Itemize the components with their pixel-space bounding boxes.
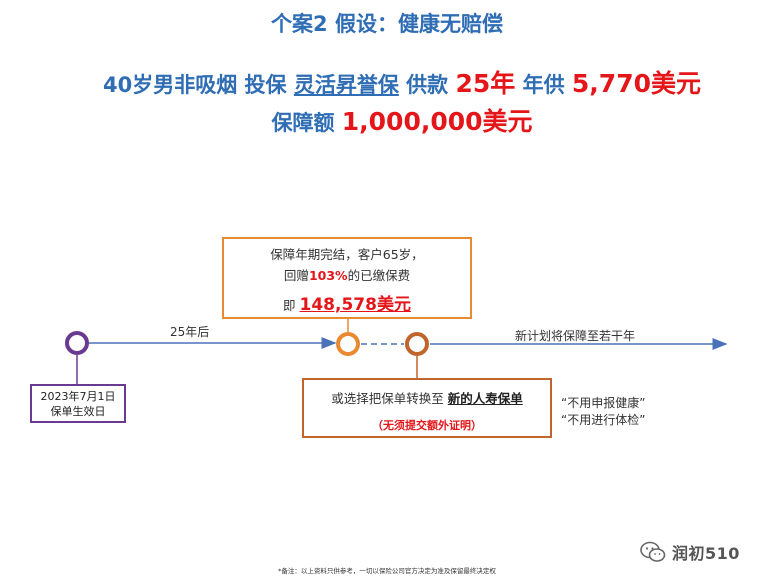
maturity-line3: 即 148,578美元 bbox=[224, 290, 470, 315]
conversion-line1: 或选择把保单转换至 新的人寿保单 bbox=[304, 388, 550, 407]
annual-label: 年供 bbox=[515, 73, 572, 97]
watermark: 润初510 bbox=[640, 540, 740, 564]
policy-start-box: 2023年7月1日 保单生效日 bbox=[30, 384, 126, 423]
conversion-node bbox=[405, 332, 429, 356]
pay-label: 供款 bbox=[398, 73, 456, 97]
maturity-return-suffix: 的已缴保费 bbox=[347, 268, 411, 283]
plan-summary-line: 40岁男非吸烟 投保 灵活昇誉保 供款 25年 年供 5,770美元 bbox=[0, 64, 774, 100]
maturity-node bbox=[336, 332, 360, 356]
quote-no-medical-exam: “不用进行体检” bbox=[561, 413, 646, 427]
maturity-line1: 保障年期完结，客户65岁， bbox=[270, 247, 424, 262]
maturity-return-pct: 103% bbox=[308, 268, 348, 283]
watermark-text: 润初510 bbox=[672, 544, 740, 563]
start-label: 保单生效日 bbox=[50, 405, 106, 418]
annual-premium: 5,770美元 bbox=[571, 69, 701, 98]
conversion-callout: 或选择把保单转换至 新的人寿保单 （无须提交额外证明） bbox=[302, 378, 552, 438]
product-name: 灵活昇誉保 bbox=[293, 73, 399, 97]
duration-label: 25年后 bbox=[170, 325, 210, 339]
sum-assured-line: 保障额 1,000,000美元 bbox=[0, 102, 774, 138]
conversion-prefix: 或选择把保单转换至 bbox=[331, 391, 448, 406]
page-title: 个案2 假设：健康无赔偿 bbox=[271, 12, 503, 36]
start-node bbox=[65, 331, 89, 355]
quote-no-health-declaration: “不用申报健康” bbox=[561, 396, 646, 410]
sum-assured-value: 1,000,000美元 bbox=[341, 107, 533, 136]
maturity-return-prefix: 回赠 bbox=[283, 268, 309, 283]
sum-assured-label: 保障额 bbox=[271, 111, 342, 135]
pay-years: 25年 bbox=[455, 69, 516, 98]
start-date: 2023年7月1日 bbox=[40, 390, 116, 403]
maturity-amount-prefix: 即 bbox=[283, 298, 300, 313]
new-plan-label: 新计划将保障至若干年 bbox=[515, 329, 636, 343]
maturity-line2: 回赠103%的已缴保费 bbox=[224, 265, 470, 284]
maturity-amount: 148,578美元 bbox=[299, 295, 411, 315]
wechat-icon bbox=[640, 541, 666, 562]
disclaimer-footnote: *备注：以上资料只供参考，一切以保险公司官方决定为准及保留最终决定权 bbox=[278, 567, 496, 575]
maturity-callout: 保障年期完结，客户65岁， 回赠103%的已缴保费 即 148,578美元 bbox=[222, 237, 472, 319]
plan-summary-prefix: 40岁男非吸烟 投保 bbox=[103, 73, 294, 97]
new-policy-label: 新的人寿保单 bbox=[447, 391, 523, 406]
conversion-note: （无须提交额外证明） bbox=[372, 419, 482, 432]
